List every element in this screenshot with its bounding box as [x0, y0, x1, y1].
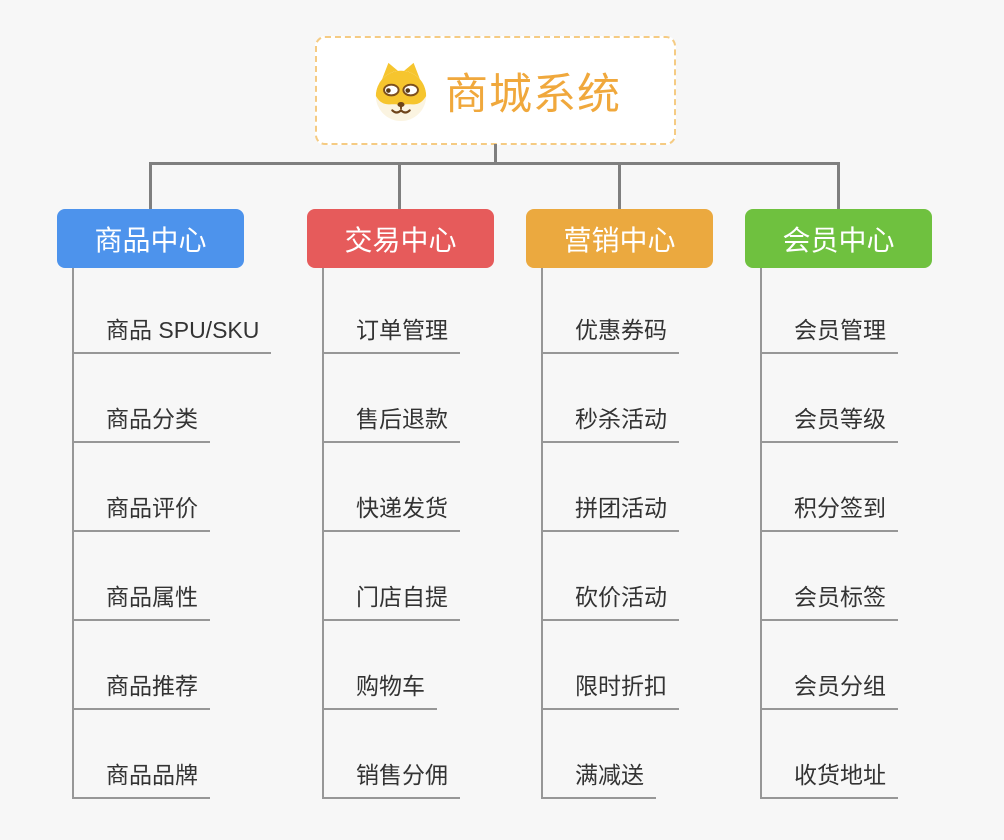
child-label: 销售分佣	[356, 762, 448, 788]
child-label: 满减送	[575, 762, 644, 788]
child-node[interactable]: 砍价活动	[543, 532, 679, 621]
branch-children-1: 商品 SPU/SKU 商品分类 商品评价 商品属性 商品推荐 商品品牌	[72, 268, 272, 799]
child-label: 快递发货	[356, 495, 448, 521]
branch-label: 营销中心	[563, 224, 676, 256]
connector-drop-4	[836, 162, 840, 210]
child-node[interactable]: 会员管理	[762, 268, 898, 354]
child-node[interactable]: 快递发货	[324, 443, 460, 532]
connector-drop-1	[149, 162, 152, 210]
child-node[interactable]: 商品 SPU/SKU	[74, 268, 272, 354]
child-node[interactable]: 门店自提	[324, 532, 460, 621]
child-node[interactable]: 订单管理	[324, 268, 460, 354]
connector-drop-2	[398, 162, 401, 210]
branch-children-3: 优惠券码 秒杀活动 拼团活动 砍价活动 限时折扣 满减送	[541, 268, 679, 799]
child-label: 秒杀活动	[575, 406, 667, 432]
branch-node-3[interactable]: 营销中心	[526, 209, 713, 268]
child-node[interactable]: 会员标签	[762, 532, 898, 621]
child-label: 积分签到	[794, 495, 886, 521]
child-node[interactable]: 售后退款	[324, 354, 460, 443]
child-node[interactable]: 优惠券码	[543, 268, 679, 354]
child-node[interactable]: 会员分组	[762, 621, 898, 710]
child-node[interactable]: 商品评价	[74, 443, 210, 532]
child-node[interactable]: 销售分佣	[324, 710, 460, 799]
branch-node-4[interactable]: 会员中心	[745, 209, 932, 268]
child-label: 商品推荐	[106, 673, 198, 699]
child-label: 会员等级	[794, 406, 886, 432]
child-label: 门店自提	[356, 584, 448, 610]
child-node[interactable]: 秒杀活动	[543, 354, 679, 443]
dog-face-icon	[370, 60, 432, 122]
root-node[interactable]: 商城系统	[315, 36, 676, 145]
child-node[interactable]: 商品分类	[74, 354, 210, 443]
branch-node-2[interactable]: 交易中心	[307, 209, 494, 268]
child-label: 售后退款	[356, 406, 448, 432]
child-label: 商品品牌	[106, 762, 198, 788]
child-label: 商品 SPU/SKU	[106, 317, 260, 343]
child-label: 砍价活动	[575, 584, 667, 610]
child-label: 订单管理	[356, 317, 448, 343]
child-label: 收货地址	[794, 762, 886, 788]
child-label: 商品评价	[106, 495, 198, 521]
branch-node-1[interactable]: 商品中心	[57, 209, 244, 268]
branch-children-2: 订单管理 售后退款 快递发货 门店自提 购物车 销售分佣	[322, 268, 460, 799]
connector-bus	[149, 162, 840, 165]
branch-children-4: 会员管理 会员等级 积分签到 会员标签 会员分组 收货地址	[760, 268, 898, 799]
child-label: 会员管理	[794, 317, 886, 343]
child-label: 优惠券码	[575, 317, 667, 343]
branch-label: 商品中心	[94, 224, 207, 256]
child-label: 购物车	[356, 673, 425, 699]
root-title: 商城系统	[445, 70, 621, 119]
child-node[interactable]: 商品品牌	[74, 710, 210, 799]
branch-label: 交易中心	[344, 224, 457, 256]
branch-label: 会员中心	[782, 224, 895, 256]
child-node[interactable]: 购物车	[324, 621, 437, 710]
child-node[interactable]: 积分签到	[762, 443, 898, 532]
child-node[interactable]: 商品推荐	[74, 621, 210, 710]
child-node[interactable]: 限时折扣	[543, 621, 679, 710]
child-node[interactable]: 商品属性	[74, 532, 210, 621]
child-label: 限时折扣	[575, 673, 667, 699]
child-label: 会员标签	[794, 584, 886, 610]
child-label: 拼团活动	[575, 495, 667, 521]
child-label: 商品属性	[106, 584, 198, 610]
child-node[interactable]: 拼团活动	[543, 443, 679, 532]
child-node[interactable]: 收货地址	[762, 710, 898, 799]
child-label: 会员分组	[794, 673, 886, 699]
child-label: 商品分类	[106, 406, 198, 432]
child-node[interactable]: 会员等级	[762, 354, 898, 443]
connector-root-stem	[494, 144, 497, 163]
child-node[interactable]: 满减送	[543, 710, 656, 799]
connector-drop-3	[617, 162, 621, 210]
